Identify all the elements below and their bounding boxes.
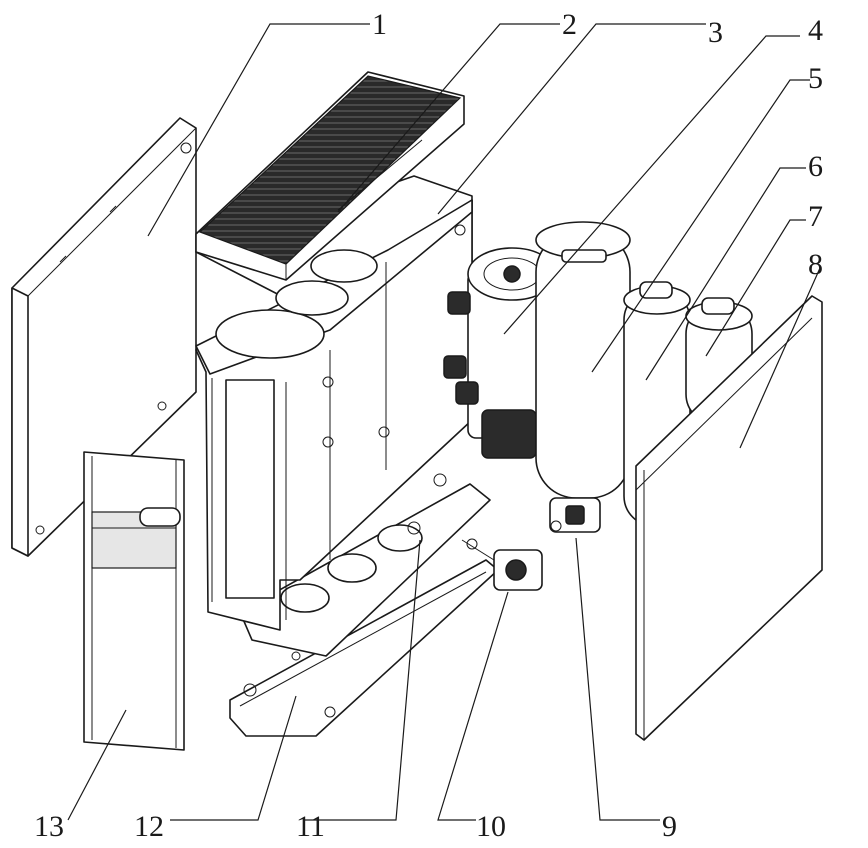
leader-lines xyxy=(67,23,821,821)
right-side-panel xyxy=(635,295,823,741)
filter-cartridge-with-pump xyxy=(443,247,557,459)
label-10: 10 xyxy=(476,810,506,843)
label-11: 11 xyxy=(296,810,325,843)
label-8: 8 xyxy=(808,248,823,281)
part-number-labels: 1 2 3 4 5 6 7 8 9 10 11 12 13 xyxy=(34,8,823,843)
tall-filter-tank xyxy=(535,221,631,499)
label-12: 12 xyxy=(134,810,164,843)
lower-frame-tray xyxy=(239,473,491,657)
front-door-panel xyxy=(83,451,185,751)
label-1: 1 xyxy=(372,8,387,41)
main-body-frame xyxy=(195,175,473,631)
top-grille-cover xyxy=(195,71,465,281)
label-13: 13 xyxy=(34,810,64,843)
small-valve xyxy=(549,497,601,533)
label-2: 2 xyxy=(562,8,577,41)
label-7: 7 xyxy=(808,200,823,233)
label-5: 5 xyxy=(808,62,823,95)
left-side-panel xyxy=(11,117,197,557)
label-6: 6 xyxy=(808,150,823,183)
solenoid-valve xyxy=(461,538,543,591)
label-3: 3 xyxy=(708,16,723,49)
bottom-base-plate xyxy=(229,559,499,737)
label-4: 4 xyxy=(808,14,823,47)
label-9: 9 xyxy=(662,810,677,843)
